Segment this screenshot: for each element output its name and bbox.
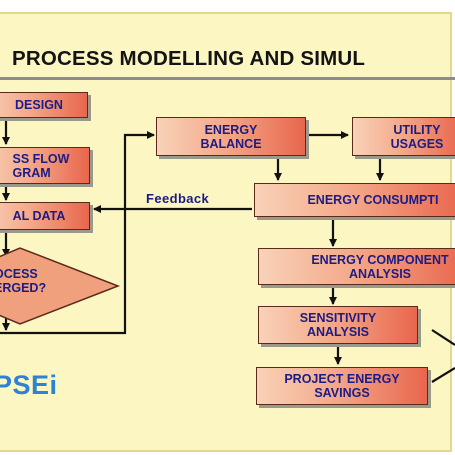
- arrow-converged-to-balance: [0, 131, 155, 335]
- sensitivity-analysis-box: SENSITIVITY ANALYSIS: [258, 306, 418, 344]
- energy-consumption-box: ENERGY CONSUMPTI: [254, 183, 455, 217]
- process-flow-label: SS FLOW GRAM: [12, 151, 70, 180]
- arrow-right-upper: [431, 329, 455, 346]
- psei-logo-text: PSEi: [0, 370, 58, 400]
- arrow-right-lower: [431, 367, 455, 383]
- converged-label: OCESS ERGED?: [0, 267, 47, 295]
- project-savings-box: PROJECT ENERGY SAVINGS: [256, 367, 428, 405]
- process-flow-box: SS FLOW GRAM: [0, 147, 90, 184]
- energy-component-label: ENERGY COMPONENT ANALYSIS: [311, 252, 449, 281]
- utility-usages-box: UTILITY USAGES: [352, 117, 455, 156]
- design-box: DESIGN: [0, 92, 88, 118]
- energy-balance-label: ENERGY BALANCE: [200, 122, 262, 151]
- data-label: AL DATA: [12, 209, 66, 223]
- utility-usages-label: UTILITY USAGES: [390, 122, 444, 151]
- project-savings-label: PROJECT ENERGY SAVINGS: [284, 372, 400, 400]
- data-box: AL DATA: [0, 202, 90, 230]
- diagram-title: PROCESS MODELLING AND SIMUL: [12, 47, 366, 70]
- feedback-label: Feedback: [146, 191, 210, 206]
- energy-balance-box: ENERGY BALANCE: [156, 117, 306, 156]
- sensitivity-analysis-label: SENSITIVITY ANALYSIS: [299, 311, 377, 339]
- energy-component-box: ENERGY COMPONENT ANALYSIS: [258, 248, 455, 285]
- design-label: DESIGN: [15, 98, 63, 112]
- title-divider: [0, 77, 455, 80]
- decision-diamond: [0, 247, 121, 325]
- energy-consumption-label: ENERGY CONSUMPTI: [307, 193, 439, 207]
